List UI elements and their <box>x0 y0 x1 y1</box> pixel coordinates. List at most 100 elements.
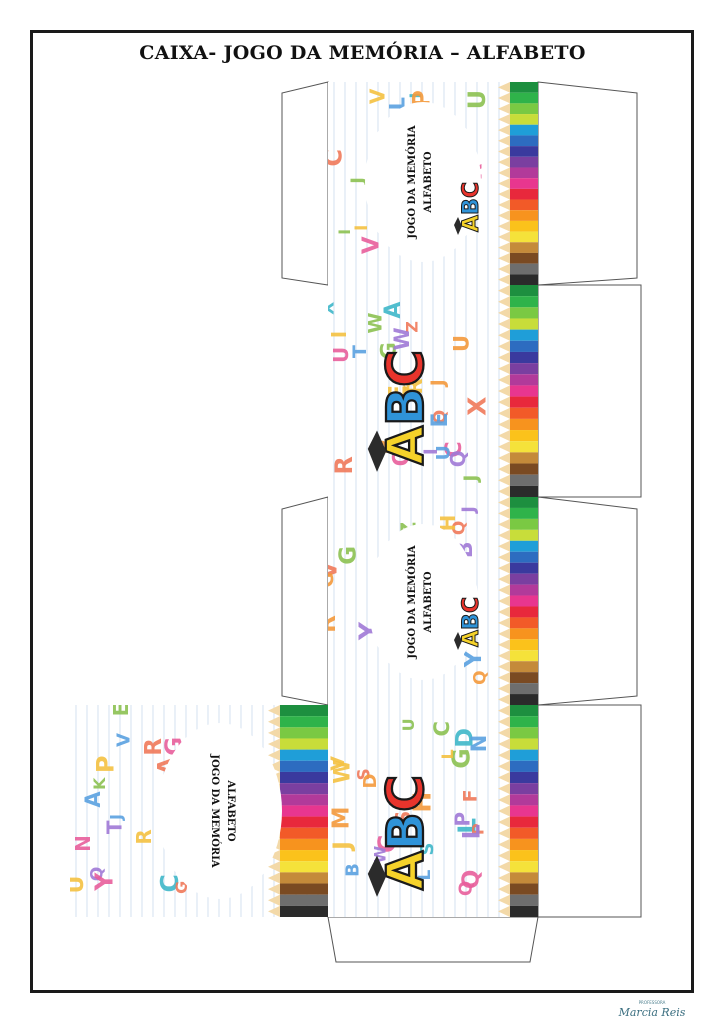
glue-flap-right-3 <box>537 496 638 706</box>
panel-artwork: RRACUJBIQEXOEGUQZYIUTWJWXIABC <box>328 285 538 497</box>
decorative-letter: L <box>438 749 457 759</box>
decorative-letter: N <box>71 835 95 852</box>
abc-illustration: ABC <box>454 181 485 235</box>
decorative-letter: V <box>328 756 349 771</box>
glue-flap-right-2 <box>537 284 642 498</box>
decorative-letter: E <box>109 705 133 716</box>
decorative-letter: J <box>458 506 479 515</box>
abc-letter: A <box>376 426 435 465</box>
decorative-letter: J <box>427 379 449 388</box>
decorative-letter: A <box>81 791 105 808</box>
decorative-letter: V <box>366 88 390 104</box>
panel-artwork: CIVLVIRACJRVHJEAVVIRLUPSCHJOGO DA MEMÓRI… <box>328 82 538 285</box>
decorative-letter: Q <box>446 450 470 467</box>
decorative-letter: J <box>107 814 126 821</box>
decorative-letter: W <box>330 760 355 784</box>
decorative-letter: Q <box>459 870 485 890</box>
graduation-cap-icon <box>454 217 462 235</box>
label-line-2: ALFABETO <box>225 779 236 842</box>
box-panel-back: STGJYORYQHNCVGQBVXNYPZGJBKJOGO DA MEMÓRI… <box>328 497 538 705</box>
abc-letter: A <box>459 215 484 232</box>
decorative-letter: C <box>430 721 454 736</box>
abc-illustration: ABC <box>367 774 436 897</box>
label-line-1: JOGO DA MEMÓRIA <box>406 125 418 240</box>
abc-letter: B <box>376 812 435 851</box>
decorative-letter: D <box>360 773 381 788</box>
decorative-letter: I <box>335 229 354 235</box>
decorative-letter: R <box>403 378 427 394</box>
decorative-letter: U <box>432 445 454 460</box>
glue-flap-left-top <box>281 81 329 286</box>
abc-illustration: ABC <box>454 596 485 650</box>
decorative-letter: N <box>467 735 491 753</box>
colored-pencils <box>498 497 538 705</box>
decorative-letter: J <box>328 841 356 852</box>
decorative-letter: Q <box>431 410 451 424</box>
decorative-letter: O <box>390 448 415 467</box>
decorative-letter: H <box>436 515 460 532</box>
label-line-2: ALFABETO <box>423 151 434 214</box>
decorative-letter: X <box>462 397 491 416</box>
decorative-letter: C <box>155 874 184 892</box>
decorative-letter: Q <box>471 670 491 684</box>
abc-illustration: ABC <box>367 349 436 472</box>
abc-letter: B <box>376 387 435 426</box>
decorative-letter: R <box>141 738 167 756</box>
decorative-letter: G <box>336 546 362 565</box>
memory-game-label: JOGO DA MEMÓRIA ALFABETO <box>158 723 282 899</box>
decorative-letter: T <box>349 345 371 358</box>
decorative-letter: Q <box>449 521 469 535</box>
box-panel-left: DPSNJEEQAUCYAKPPGRCGVGDTRNJOGO DA MEMÓRI… <box>70 705 328 917</box>
decorative-letter: G <box>447 748 476 769</box>
decorative-letter: U <box>463 90 491 110</box>
decorative-letter: U <box>450 335 474 352</box>
decorative-letter: Q <box>455 881 476 896</box>
glue-flap-right-top <box>537 81 638 286</box>
label-line-2: ALFABETO <box>423 571 434 634</box>
decorative-letter: Y <box>401 384 426 402</box>
decorative-letter: L <box>415 869 435 880</box>
decorative-letter: P <box>468 823 487 835</box>
colored-pencils <box>498 285 538 497</box>
decorative-letter: V <box>113 733 134 747</box>
decorative-letter: I <box>389 449 415 458</box>
label-line-1: JOGO DA MEMÓRIA <box>209 753 221 868</box>
abc-letter: C <box>376 775 435 812</box>
decorative-letter: R <box>330 456 358 474</box>
decorative-letter: Y <box>461 650 487 668</box>
decorative-letter: I <box>328 331 351 338</box>
decorative-letter: Q <box>88 867 108 881</box>
abc-letter: A <box>459 630 484 647</box>
graduation-cap-icon <box>454 632 462 650</box>
decorative-letter: W <box>390 327 414 350</box>
glue-flap-right-4 <box>537 704 642 918</box>
decorative-letter: S <box>355 768 375 780</box>
memory-game-label: JOGO DA MEMÓRIA ALFABETO <box>365 102 481 262</box>
colored-pencils <box>498 82 538 285</box>
decorative-letter: A <box>381 302 406 319</box>
decorative-letter: U <box>329 347 353 363</box>
abc-letter: C <box>459 182 484 198</box>
decorative-letter: U <box>70 876 89 894</box>
decorative-letter: C <box>373 835 402 853</box>
decorative-letter: H <box>408 792 437 813</box>
decorative-letter: J <box>460 475 482 484</box>
decorative-letter: G <box>328 572 338 588</box>
decorative-letter: C <box>442 441 467 457</box>
decorative-letter: U <box>399 718 418 731</box>
decorative-letter: L <box>457 824 485 839</box>
abc-letter: B <box>459 198 484 215</box>
panel-artwork: STGJYORYQHNCVGQBVXNYPZGJBKJOGO DA MEMÓRI… <box>328 497 538 705</box>
colored-pencils <box>268 705 328 917</box>
decorative-letter: F <box>460 789 482 802</box>
decorative-letter: M <box>328 806 354 829</box>
decorative-letter: W <box>365 312 387 333</box>
decorative-letter: V <box>328 561 343 579</box>
panel-artwork: DPSNJEEQAUCYAKPPGRCGVGDTRNJOGO DA MEMÓRI… <box>70 705 328 917</box>
decorative-letter: E <box>428 412 453 427</box>
